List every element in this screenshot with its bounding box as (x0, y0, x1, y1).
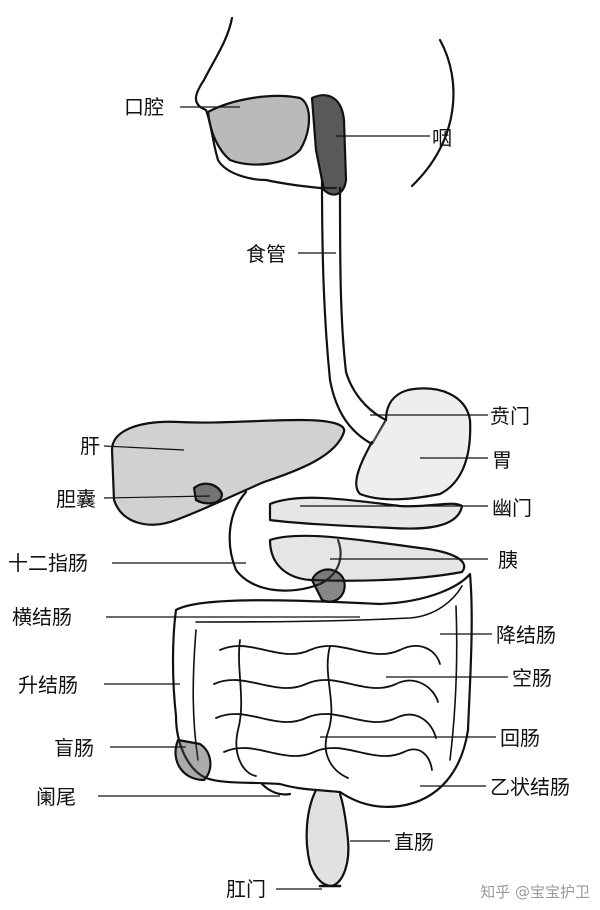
gallbladder-shape (192, 482, 224, 505)
label-anus: 肛门 (226, 877, 266, 901)
pancreas-head-knob (310, 568, 346, 603)
label-ascending-colon: 升结肠 (18, 673, 78, 697)
leader-gallbladder (103, 495, 211, 499)
stomach-shape (355, 387, 472, 501)
label-gallbladder: 胆囊 (56, 487, 96, 511)
leader-liver (103, 445, 185, 451)
leader-lines (98, 106, 508, 890)
label-rectum: 直肠 (394, 830, 434, 854)
esophagus-shape (320, 178, 388, 446)
cecum-shape (174, 738, 212, 782)
head-back-outline (410, 38, 455, 188)
mouth-region (206, 94, 311, 166)
small-intestine-coils (213, 639, 441, 779)
liver-shape (110, 418, 346, 526)
label-mouth: 口腔 (124, 95, 164, 119)
label-duodenum: 十二指肠 (8, 551, 88, 575)
transverse-colon-inner (195, 585, 463, 623)
label-liver: 肝 (80, 434, 100, 458)
descending-colon-inner (449, 605, 458, 761)
label-pharynx: 咽 (432, 126, 452, 150)
label-esophagus: 食管 (246, 242, 286, 266)
appendix-shape (260, 782, 292, 796)
colon-frame (171, 572, 473, 808)
label-cardia: 贲门 (490, 404, 530, 428)
pharynx-region (310, 94, 348, 196)
watermark: 知乎 @宝宝护卫 (480, 883, 590, 901)
pancreas-shape (268, 534, 466, 582)
label-jejunum: 空肠 (512, 666, 552, 690)
label-transverse-colon: 横结肠 (12, 605, 72, 629)
label-pancreas: 胰 (498, 548, 518, 572)
label-appendix: 阑尾 (36, 785, 76, 809)
label-ileum: 回肠 (500, 726, 540, 750)
label-sigmoid-colon: 乙状结肠 (490, 775, 570, 799)
label-pylorus: 幽门 (492, 496, 532, 520)
label-descending-colon: 降结肠 (496, 623, 556, 647)
label-stomach: 胃 (492, 448, 512, 472)
ascending-colon-inner (192, 629, 199, 761)
rectum-shape (305, 788, 350, 888)
label-cecum: 盲肠 (54, 736, 94, 760)
pylorus-shape (268, 496, 464, 530)
duodenum-shape (228, 490, 342, 592)
